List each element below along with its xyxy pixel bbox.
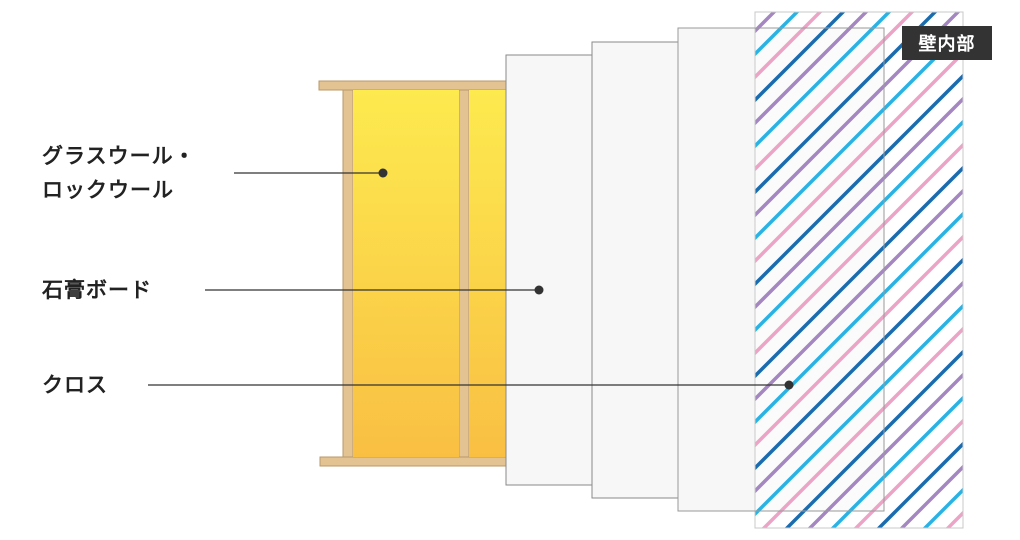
- wallpaper-stripe: [755, 12, 961, 218]
- gypsum-board-layer-2: [591, 41, 679, 499]
- wallpaper-stripe: [755, 12, 915, 172]
- wallpaper-stripe: [755, 280, 963, 494]
- wallpaper-stripe: [755, 96, 963, 310]
- label-insulation: グラスウール・ ロックウール: [42, 139, 196, 207]
- leader-dot-wallpaper: [784, 380, 794, 390]
- wallpaper-stripe: [755, 12, 938, 195]
- label-insulation-line2: ロックウール: [42, 178, 174, 202]
- wallpaper-cloth: [677, 11, 964, 529]
- wallpaper-stripe: [761, 326, 963, 528]
- wallpaper-stripe: [755, 188, 963, 402]
- leader-dot-insulation: [378, 168, 388, 178]
- wall-interior-badge: 壁内部: [902, 26, 992, 60]
- wallpaper-stripe: [755, 12, 869, 126]
- wallpaper-stripe: [755, 12, 846, 103]
- wallpaper-stripe: [807, 372, 963, 528]
- wallpaper-stripe: [755, 211, 963, 425]
- wallpaper-stripe: [755, 73, 963, 287]
- label-insulation-line1: グラスウール・: [42, 144, 196, 168]
- wallpaper-stripe: [830, 395, 963, 528]
- bottom-plate: [319, 456, 511, 467]
- leader-lines: [148, 168, 794, 390]
- wallpaper-stripe: [755, 142, 963, 356]
- wallpaper-stripe: [784, 349, 963, 528]
- insulation-glass-wool: [353, 90, 509, 457]
- wallpaper-stripe: [755, 27, 963, 241]
- wallpaper-stripe: [755, 303, 963, 517]
- wallpaper-stripe: [755, 119, 963, 333]
- wallpaper-stripe: [755, 165, 963, 379]
- wallpaper-stripe: [755, 234, 963, 448]
- gypsum-board-layer-1: [505, 54, 594, 486]
- label-gypsum-board: 石膏ボード: [42, 278, 152, 302]
- leader-dot-gypsum: [534, 285, 544, 295]
- wallpaper-stripe: [755, 257, 963, 471]
- stud-left: [342, 89, 354, 458]
- label-wallpaper: クロス: [42, 373, 108, 397]
- wallpaper-stripe: [755, 50, 963, 264]
- stud-middle: [458, 89, 470, 458]
- wallpaper-stripe: [876, 441, 963, 528]
- wallpaper-stripe: [853, 418, 963, 528]
- wallpaper-stripe: [755, 12, 892, 149]
- top-plate: [318, 80, 510, 91]
